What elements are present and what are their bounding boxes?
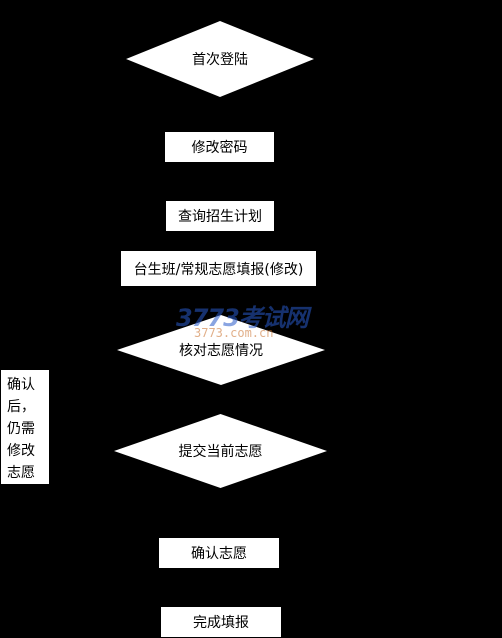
step-fill-application: 台生班/常规志愿填报(修改) (121, 251, 316, 286)
step-confirm-application: 确认志愿 (159, 538, 279, 568)
step-first-login: 首次登陆 (126, 21, 314, 97)
diamond-shape (114, 414, 327, 488)
step-check-application: 核对志愿情况 (117, 315, 325, 385)
step-query-plan: 查询招生计划 (166, 201, 274, 231)
step-label: 核对志愿情况 (179, 343, 263, 359)
side-note: 确认后，仍需修改志愿 (1, 370, 49, 484)
step-label: 提交当前志愿 (178, 444, 263, 460)
step-complete: 完成填报 (161, 607, 281, 637)
step-change-password: 修改密码 (165, 132, 274, 162)
step-label: 首次登陆 (192, 52, 248, 68)
diamond-shape (117, 315, 325, 385)
step-submit-application: 提交当前志愿 (114, 414, 327, 488)
diamond-shape (126, 21, 314, 97)
